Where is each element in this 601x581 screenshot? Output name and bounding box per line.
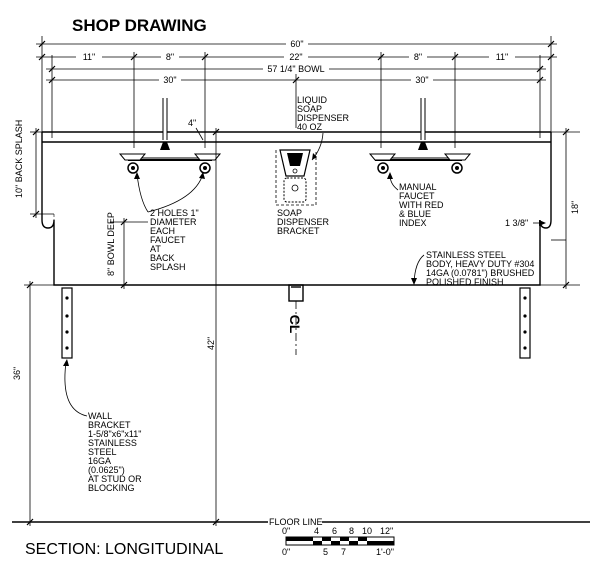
sink-body [41, 131, 552, 302]
dim-left-11: 11" [83, 52, 96, 62]
floor-line: FLOOR LINE [12, 517, 590, 527]
callout-holes: 2 HOLES 1" DIAMETER EACH FAUCET AT BACK … [150, 208, 201, 272]
dim-left-8: 8" [166, 52, 174, 62]
callout-manual-faucet: MANUAL FAUCET WITH RED & BLUE INDEX [399, 182, 446, 228]
left-faucet [118, 98, 222, 174]
svg-text:4: 4 [314, 526, 319, 536]
svg-text:0": 0" [282, 547, 290, 557]
left-wall-bracket [61, 287, 73, 359]
dimension-labels: 60" 11" 8" 22" 8" 11" 57 1/4" BOWL 30" 3… [76, 39, 515, 85]
dim-bowl: 57 1/4" BOWL [267, 64, 324, 74]
callout-soap-bracket: SOAP DISPENSER BRACKET [277, 208, 332, 236]
leader-holes [136, 173, 149, 213]
dim-center-22: 22" [289, 52, 302, 62]
soap-dispenser [275, 149, 317, 206]
drawing-title: SHOP DRAWING [72, 16, 207, 35]
dim-gap-4: 4" [188, 118, 196, 128]
dim-right-11: 11" [496, 52, 509, 62]
right-wall-bracket [519, 287, 531, 359]
svg-text:5: 5 [323, 547, 328, 557]
centerline-symbol: CL [287, 315, 303, 334]
svg-text:1'-0": 1'-0" [376, 547, 394, 557]
dim-right-30: 30" [415, 75, 428, 85]
floor-line-label: FLOOR LINE [269, 517, 323, 527]
callout-wall-bracket: WALL BRACKET 1-5/8"x6"x11" STAINLESS STE… [88, 411, 144, 493]
dim-height-18: 18" [570, 201, 580, 214]
svg-text:6: 6 [332, 526, 337, 536]
dimension-ticks [38, 40, 555, 84]
dim-bowl-deep: 8" BOWL DEEP [106, 212, 116, 276]
dim-right-8: 8" [414, 52, 422, 62]
right-faucet [368, 98, 472, 174]
svg-text:7: 7 [341, 547, 346, 557]
svg-text:12": 12" [380, 526, 393, 536]
dim-overall: 60" [290, 39, 303, 49]
scale-bar: 0" 4 6 8 10 12" 0" 5 7 1'-0" [282, 526, 395, 557]
svg-text:10: 10 [362, 526, 372, 536]
dim-height-36: 36" [12, 367, 22, 380]
callout-stainless-body: STAINLESS STEEL BODY, HEAVY DUTY #304 14… [426, 250, 537, 287]
leader-wall-bracket [64, 361, 88, 417]
dim-backsplash: 10" BACK SPLASH [14, 120, 24, 198]
section-title: SECTION: LONGITUDINAL [25, 541, 223, 558]
dim-height-42: 42" [206, 337, 216, 350]
leader-holes-2 [147, 173, 204, 213]
dim-left-30: 30" [163, 75, 176, 85]
dim-36-group [24, 281, 54, 526]
callout-liquid-soap: LIQUID SOAP DISPENSER 40 OZ [297, 95, 352, 132]
dim-bowl-deep-group [110, 218, 148, 289]
centerline: CL [287, 301, 303, 355]
dim-edge-1-3-8: 1 3/8" [505, 218, 528, 228]
leader-gap-4 [195, 127, 204, 141]
svg-text:0": 0" [282, 526, 290, 536]
svg-text:8: 8 [349, 526, 354, 536]
